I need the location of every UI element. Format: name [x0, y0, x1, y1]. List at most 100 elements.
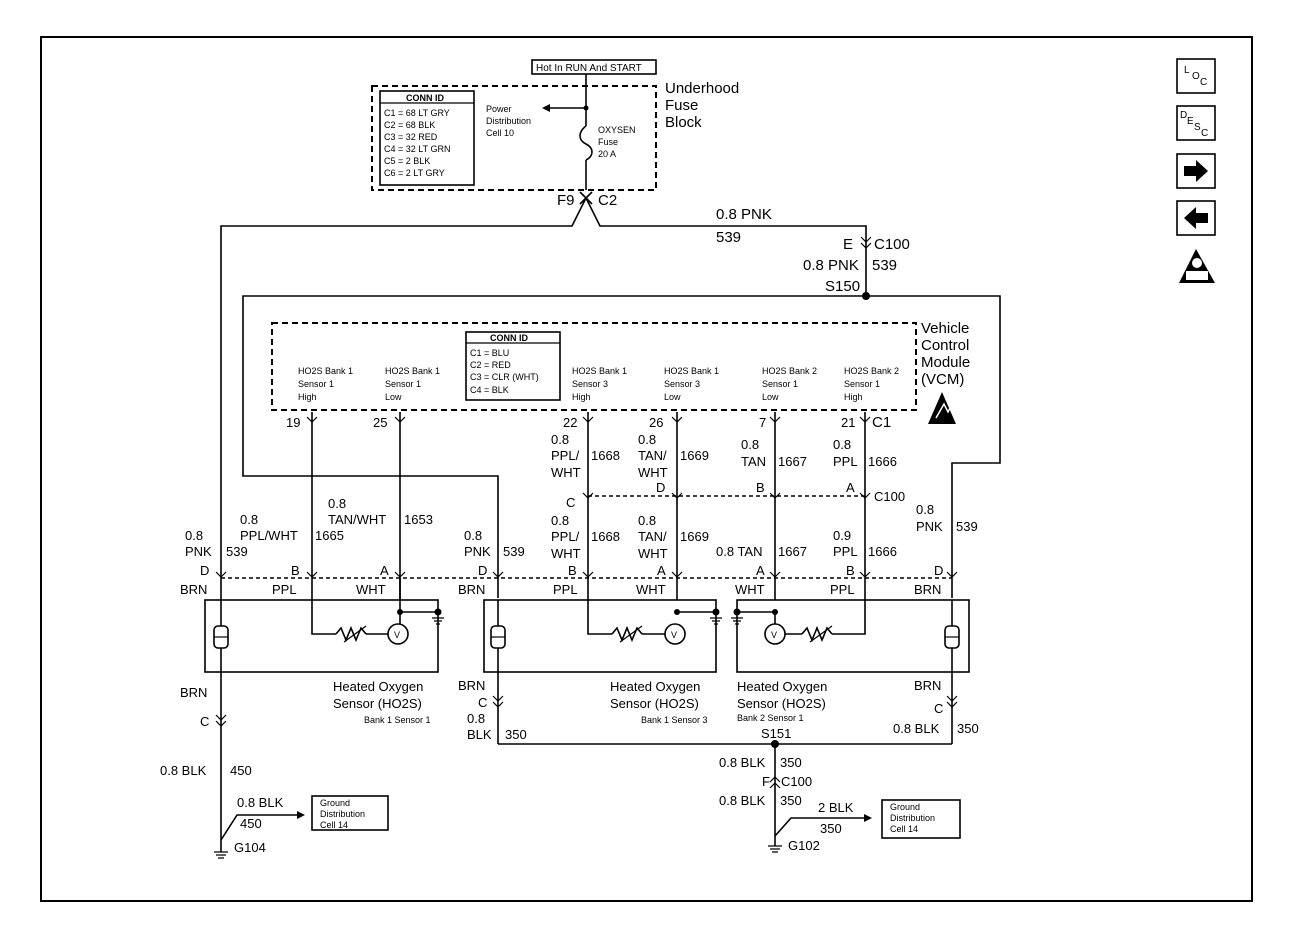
- vcm-module: [271, 322, 917, 411]
- wire-label: PPL: [833, 454, 858, 469]
- wire-label: C: [1201, 128, 1208, 139]
- circuit-539-b: 539: [872, 257, 897, 274]
- wire-label: WHT: [638, 546, 668, 561]
- resistor-icon: [611, 625, 643, 643]
- wire-label: BRN: [180, 582, 207, 597]
- wire-c2-pnk: [585, 197, 867, 296]
- fuse-conn-id-c5: C5 = 2 BLK: [384, 156, 430, 166]
- wire-label: BRN: [180, 685, 207, 700]
- wire-label: 0.8 BLK: [719, 793, 766, 808]
- wire-label: S151: [761, 726, 791, 741]
- wire-label: 1666: [868, 544, 897, 559]
- fuse-label-3: 20 A: [598, 149, 616, 159]
- wire-label: TAN/: [638, 448, 667, 463]
- wire-label: 350: [505, 727, 527, 742]
- wire-label: HO2S Bank 1: [298, 366, 353, 376]
- wire-label: O: [1192, 71, 1200, 82]
- ground-dist-cell-right: [881, 799, 961, 839]
- wire-label: 1666: [868, 454, 897, 469]
- wire-label: 450: [240, 816, 262, 831]
- ground-g104-icon: [214, 851, 228, 859]
- wire-label: Distribution: [890, 813, 935, 823]
- wire-label: BRN: [458, 582, 485, 597]
- wire-label: 350: [780, 793, 802, 808]
- wire-label: Heated Oxygen: [737, 679, 827, 694]
- fuse-block-title-3: Block: [665, 114, 702, 131]
- wire-pnk-top: 0.8 PNK: [716, 206, 772, 223]
- wire-label: 0.8 BLK: [893, 721, 940, 736]
- wire-label: 350: [780, 755, 802, 770]
- wire-label: D: [200, 563, 209, 578]
- wire-label: Cell 14: [890, 824, 918, 834]
- wire-label: BLK: [467, 727, 492, 742]
- fuse-conn-id-table: [379, 90, 475, 186]
- ground-symbol-icon: [710, 617, 722, 625]
- fuse-conn-id-c6: C6 = 2 LT GRY: [384, 168, 445, 178]
- diagram-frame: [40, 36, 1253, 902]
- wire-label: TAN: [741, 454, 766, 469]
- wire-label: 0.8: [638, 432, 656, 447]
- wire-label: WHT: [735, 582, 765, 597]
- vcm-conn-id-c1: C1 = BLU: [470, 348, 509, 358]
- wire-label: PPL: [833, 544, 858, 559]
- wire-label: Low: [762, 392, 779, 402]
- wire-label: 1667: [778, 454, 807, 469]
- vcm-title-4: (VCM): [921, 371, 964, 388]
- svg-text:V: V: [394, 630, 400, 640]
- fuse-conn-id-c3: C3 = 32 RED: [384, 132, 438, 142]
- wire-label: 350: [820, 821, 842, 836]
- vcm-terminal-25: HO2S Bank 1 Sensor 1 Low 25: [373, 366, 440, 430]
- wire-label: 0.9: [833, 528, 851, 543]
- wire-label: C: [566, 495, 575, 510]
- wire-label: Bank 1 Sensor 1: [364, 715, 431, 725]
- wire-label: G104: [234, 840, 266, 855]
- wire-label: D: [1180, 110, 1187, 121]
- wire-label: C: [934, 701, 943, 716]
- ground-symbol-icon: [432, 617, 444, 625]
- wire-label: Sensor (HO2S): [610, 696, 699, 711]
- wire-label: WHT: [636, 582, 666, 597]
- wire-label: B: [846, 563, 855, 578]
- wire-label: High: [844, 392, 863, 402]
- wire-label: PNK: [464, 544, 491, 559]
- vcm-conn-id-c2: C2 = RED: [470, 360, 511, 370]
- desc-button[interactable]: D E S C: [1176, 105, 1216, 141]
- next-button[interactable]: [1176, 153, 1216, 189]
- wire-label: 0.8: [240, 512, 258, 527]
- esd-info-button[interactable]: [1179, 249, 1215, 283]
- splice-s150: S150: [825, 278, 860, 295]
- wire-label: High: [298, 392, 317, 402]
- vcm-title-2: Control: [921, 337, 969, 354]
- wire-label: BRN: [914, 678, 941, 693]
- prev-button[interactable]: [1176, 200, 1216, 236]
- wire-label: Sensor 1: [385, 379, 421, 389]
- wire-label: 22: [563, 415, 577, 430]
- wire-label: Sensor 1: [298, 379, 334, 389]
- wire-label: Cell 14: [320, 820, 348, 830]
- wire-label: Bank 2 Sensor 1: [737, 713, 804, 723]
- wire-label: PPL: [272, 582, 297, 597]
- wire-label: C: [478, 695, 487, 710]
- wire-label: Ground: [890, 802, 920, 812]
- fuse-label-1: OXYSEN: [598, 125, 636, 135]
- wire-label: 0.8: [741, 437, 759, 452]
- wire-label: 1667: [778, 544, 807, 559]
- wire-label: PNK: [916, 519, 943, 534]
- vcm-title-1: Vehicle: [921, 320, 969, 337]
- wire-label: 0.8 BLK: [237, 795, 284, 810]
- ground-dist-cell-left: [311, 795, 389, 831]
- wire-label: 0.8: [551, 513, 569, 528]
- wire-label: C100: [874, 489, 905, 504]
- fuse-conn-id-c2: C2 = 68 BLK: [384, 120, 435, 130]
- vcm-title-3: Module: [921, 354, 970, 371]
- resistor-icon: [335, 625, 367, 643]
- wire-08-pnk: 0.8 PNK: [803, 257, 859, 274]
- wire-label: BRN: [458, 678, 485, 693]
- wire-label: 539: [503, 544, 525, 559]
- loc-button[interactable]: L O C: [1176, 58, 1216, 94]
- wire-label: 350: [957, 721, 979, 736]
- ground-g102-icon: [768, 845, 782, 853]
- wire-label: 1653: [404, 512, 433, 527]
- arrow-right-icon: [1184, 160, 1208, 182]
- wire-label: C100: [781, 774, 812, 789]
